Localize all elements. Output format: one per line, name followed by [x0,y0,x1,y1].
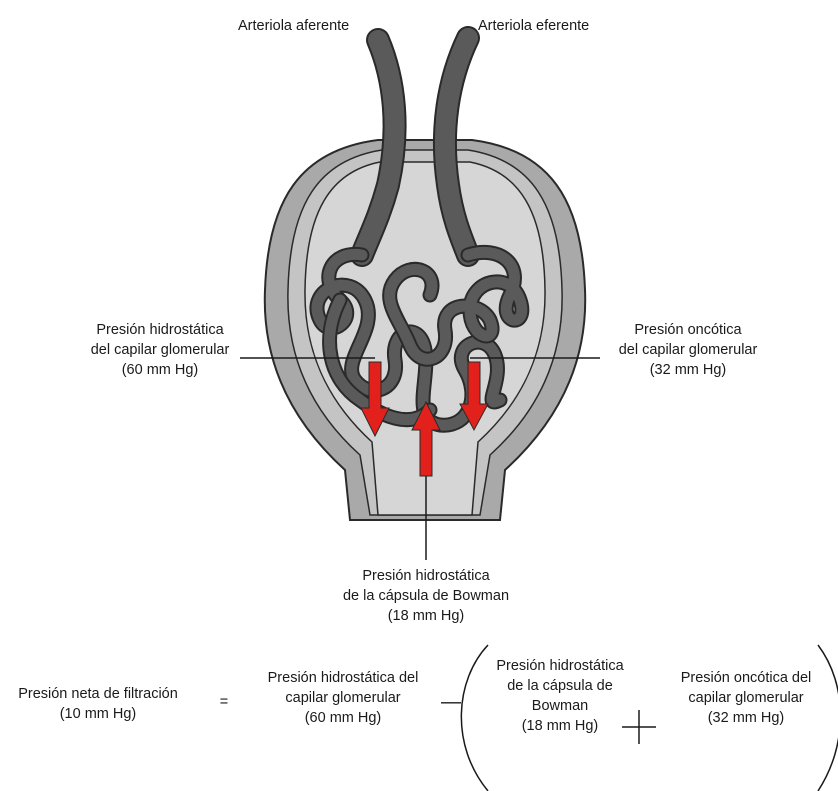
glomerular-hydrostatic-pressure-label: Presión hidrostática del capilar glomeru… [70,320,250,380]
label-line: Presión hidrostática del [248,668,438,688]
label-line: del capilar glomerular [598,340,778,360]
label-line: Presión oncótica [598,320,778,340]
label-line: Presión hidrostática [490,656,630,676]
equals-sign: = [216,692,232,712]
label-line: (32 mm Hg) [598,360,778,380]
label-line: (60 mm Hg) [248,708,438,728]
label-line: capilar glomerular [660,688,832,708]
label-line: de la cápsula de [490,676,630,696]
label-line: (10 mm Hg) [4,704,192,724]
left-parenthesis [461,645,488,791]
label-line: del capilar glomerular [70,340,250,360]
label-line: capilar glomerular [248,688,438,708]
glomerular-oncotic-pressure-label: Presión oncótica del capilar glomerular … [598,320,778,380]
label-line: de la cápsula de Bowman [336,586,516,606]
label-line: Presión neta de filtración [4,684,192,704]
net-filtration-pressure-label: Presión neta de filtración (10 mm Hg) [4,684,192,724]
bowman-hydrostatic-pressure-label: Presión hidrostática de la cápsula de Bo… [336,566,516,626]
label-line: (18 mm Hg) [336,606,516,626]
efferent-arteriole-label: Arteriola eferente [478,16,589,36]
label-line: (18 mm Hg) [490,716,630,736]
equation-term-glomerular-oncotic: Presión oncótica del capilar glomerular … [660,668,832,728]
equation-term-glomerular-hydrostatic: Presión hidrostática del capilar glomeru… [248,668,438,728]
label-line: Bowman [490,696,630,716]
afferent-arteriole-label: Arteriola aferente [238,16,349,36]
minus-sign: — [436,692,466,712]
label-line: Presión hidrostática [336,566,516,586]
label-line: (32 mm Hg) [660,708,832,728]
label-line: Presión hidrostática [70,320,250,340]
label-line: Presión oncótica del [660,668,832,688]
equation-term-bowman-hydrostatic: Presión hidrostática de la cápsula de Bo… [490,656,630,736]
label-line: (60 mm Hg) [70,360,250,380]
